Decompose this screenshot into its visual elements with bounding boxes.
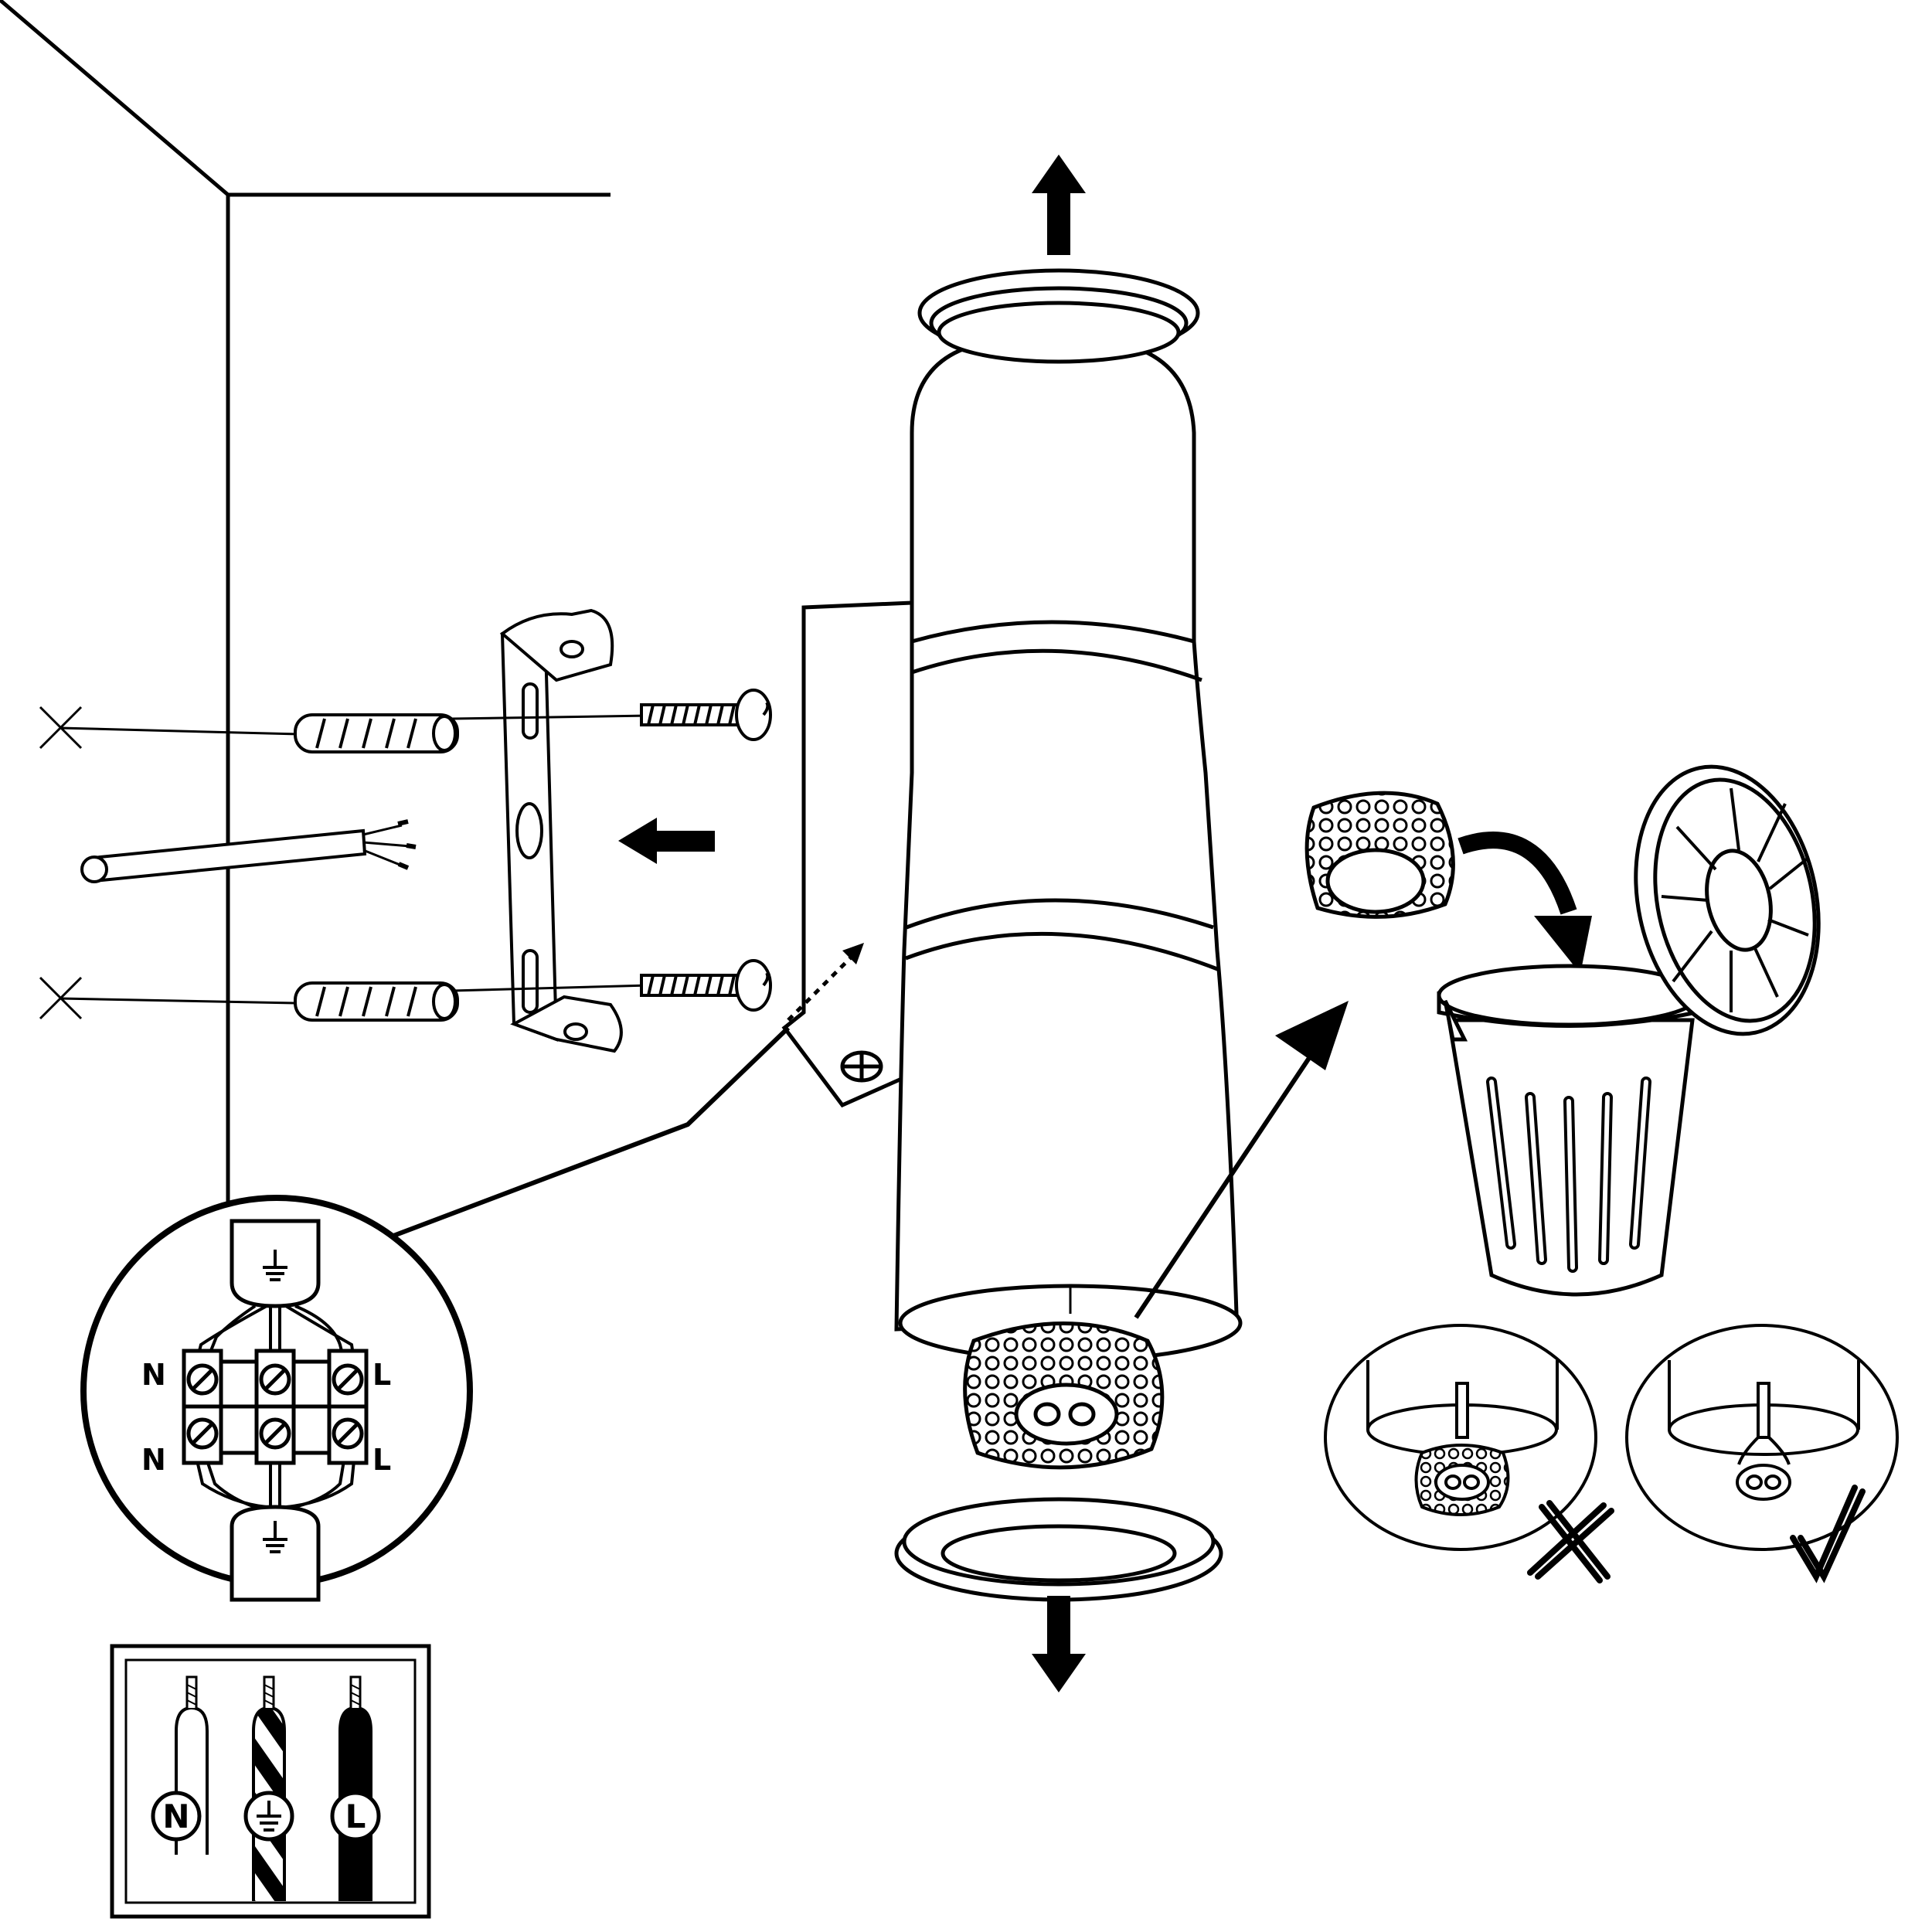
- wall-corner: [0, 0, 611, 1229]
- leader-line: [369, 1026, 791, 1247]
- top-lens-ring: [917, 268, 1200, 364]
- arrow-up-icon: [1032, 155, 1086, 255]
- lamp-body: [781, 338, 1243, 1362]
- earth-ground-icon: [263, 1250, 287, 1281]
- drill-mark-top: [39, 706, 298, 750]
- gasket-option-wrong: [1324, 1324, 1597, 1551]
- terminal-label-l-top: L: [372, 1358, 391, 1392]
- arrow-left-icon: [618, 818, 715, 864]
- legend-label-live: L: [345, 1798, 366, 1835]
- wire-legend-box: N L: [110, 1644, 431, 1919]
- wall-plug-top: [294, 713, 459, 753]
- terminal-label-l-bottom: L: [372, 1443, 391, 1477]
- check-mark-icon: [1790, 1485, 1866, 1583]
- legend-label-neutral: N: [162, 1798, 189, 1835]
- terminal-label-n-top: N: [141, 1358, 166, 1392]
- terminal-label-n-bottom: N: [141, 1443, 166, 1477]
- wiring-detail-circle: N N L L: [80, 1195, 473, 1602]
- wire-live: [338, 1675, 372, 1901]
- foam-gasket-installed: [963, 1321, 1165, 1470]
- bottom-lens-ring: [894, 1497, 1223, 1602]
- dotted-arrow-icon: [787, 943, 864, 1022]
- cross-mark-icon: [1527, 1500, 1614, 1583]
- wall-plug-bottom: [294, 981, 459, 1022]
- curved-arrow-icon: [1458, 832, 1592, 974]
- drill-mark-bottom: [39, 976, 298, 1020]
- gasket-option-right: [1625, 1324, 1899, 1551]
- arrow-down-icon: [1032, 1596, 1086, 1692]
- earth-ground-icon: [263, 1521, 287, 1553]
- power-cable: [80, 819, 417, 883]
- screw-bottom: [451, 959, 772, 1012]
- mounting-bracket: [499, 608, 623, 1053]
- discard-arrow-icon: [1134, 1001, 1349, 1319]
- wire-earth: [252, 1675, 286, 1901]
- screw-top: [451, 689, 772, 741]
- foam-gasket-removed: [1304, 791, 1455, 919]
- trash-bin-icon: [1437, 764, 1821, 1297]
- earth-ground-icon: [257, 1801, 281, 1832]
